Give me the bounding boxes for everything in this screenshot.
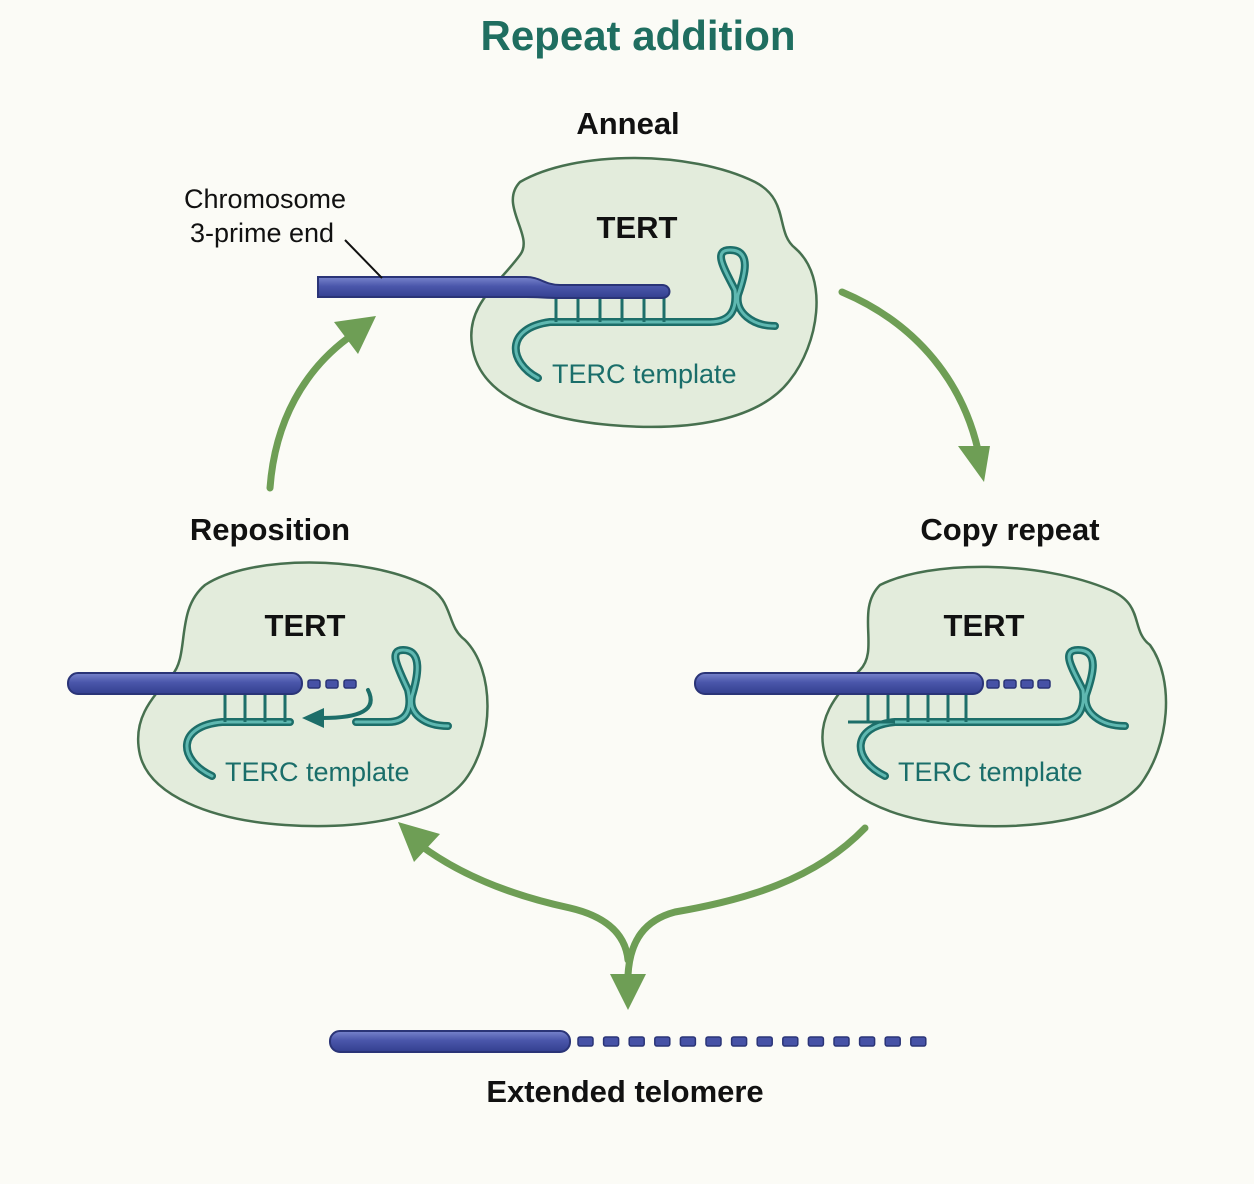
telomere-repeat-dash <box>730 1036 748 1047</box>
telomere-repeat-dash <box>858 1036 876 1047</box>
terc-label-anneal: TERC template <box>552 359 737 389</box>
telomere-repeat-dash <box>756 1036 773 1047</box>
callout-leader <box>344 239 383 279</box>
stage-label-copy-repeat: Copy repeat <box>920 512 1099 547</box>
arrow-reposition-to-anneal-head <box>334 316 376 354</box>
telomere-repeat-dash <box>577 1036 594 1047</box>
telomere-repeat-dash <box>884 1036 901 1047</box>
stage-reposition: Reposition TERT TERC template <box>67 512 489 828</box>
translocation-arrow <box>320 688 373 720</box>
terc-rna-anneal-highlight <box>514 248 777 380</box>
callout-chromosome-line2: 3-prime end <box>190 218 334 248</box>
arrow-to-product-head <box>610 974 646 1010</box>
telomere-repeat-dash <box>705 1036 722 1047</box>
tert-label-anneal: TERT <box>597 210 678 245</box>
stage-label-reposition: Reposition <box>190 512 350 547</box>
extended-telomere-label: Extended telomere <box>486 1074 763 1109</box>
tert-enzyme-reposition <box>136 561 489 828</box>
chromosome-dna-copy <box>694 672 984 695</box>
telomere-repeat-dash <box>679 1036 697 1047</box>
terc-label-reposition: TERC template <box>225 757 410 787</box>
arrow-product-to-reposition-head <box>398 822 440 862</box>
stage-copy-repeat: Copy repeat TERT TERC template <box>694 512 1168 828</box>
arrow-copy-to-product <box>624 824 869 979</box>
stage-label-anneal: Anneal <box>576 106 679 141</box>
translocation-arrow-head <box>302 708 324 728</box>
new-repeat-dashes-reposition <box>307 679 357 689</box>
telomere-repeat-dashes <box>577 1036 927 1047</box>
telomere-repeat-dash <box>602 1036 620 1047</box>
telomere-repeat-dash <box>628 1036 645 1047</box>
arrow-anneal-to-copy <box>838 288 982 454</box>
arrow-reposition-to-anneal <box>266 334 352 492</box>
base-pairs-anneal <box>554 298 666 322</box>
chromosome-dna-reposition <box>67 672 303 695</box>
extended-telomere: Extended telomere <box>329 1030 927 1109</box>
callout-chromosome-line1: Chromosome <box>184 184 346 214</box>
telomere-repeat-dash <box>654 1036 671 1047</box>
telomere-repeat-dash <box>807 1036 825 1047</box>
telomere-repeat-dash <box>782 1036 799 1047</box>
tert-label-copy: TERT <box>944 608 1025 643</box>
terc-label-copy: TERC template <box>898 757 1083 787</box>
cycle-arrows <box>266 288 990 1010</box>
terc-rna-reposition-template-highlight <box>185 720 292 778</box>
chromosome-dna-anneal <box>317 276 671 299</box>
telomere-repeat-dash <box>833 1036 850 1047</box>
arrow-anneal-to-copy-head <box>958 446 990 482</box>
telomere-repeat-dash <box>910 1036 927 1047</box>
arrow-product-to-reposition <box>416 841 632 964</box>
tert-enzyme-copy <box>821 565 1168 828</box>
base-pairs-copy <box>866 694 968 722</box>
terc-rna-reposition-loop-highlight <box>354 648 450 728</box>
new-repeat-dashes-copy <box>986 679 1051 689</box>
diagram-title: Repeat addition <box>480 12 795 59</box>
stage-anneal: Anneal TERT Chromosome 3-prime end TERC … <box>184 106 818 429</box>
tert-label-reposition: TERT <box>265 608 346 643</box>
base-pairs-reposition <box>223 694 287 722</box>
extended-telomere-dna <box>329 1030 571 1053</box>
terc-rna-copy-highlight <box>859 648 1127 778</box>
